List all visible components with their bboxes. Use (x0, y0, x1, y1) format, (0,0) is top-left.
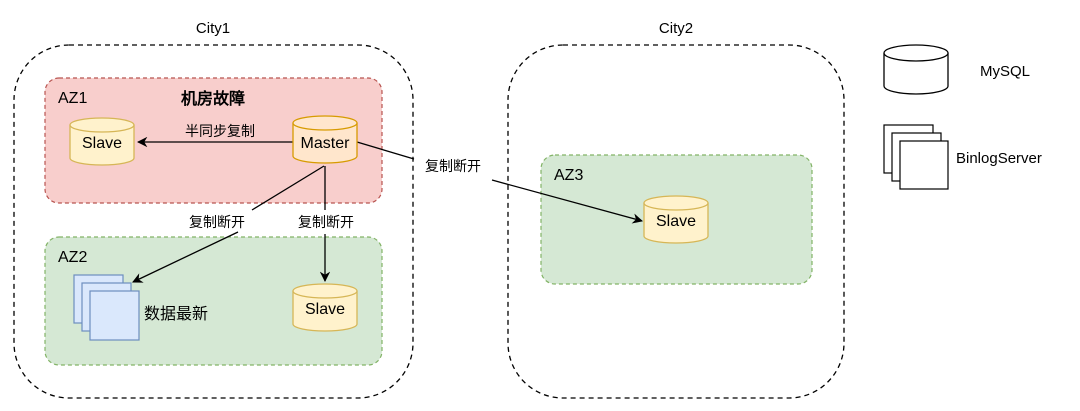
az2-slave-node[interactable]: Slave (292, 283, 358, 332)
binlog-status-label: 数据最新 (144, 304, 208, 323)
legend-binlogserver: BinlogServer (883, 124, 1042, 190)
edge-master-to-az2-slave: 复制断开 (298, 166, 354, 283)
edge-label-az2-slave: 复制断开 (298, 214, 354, 231)
az1-label: AZ1 (58, 90, 87, 107)
stacked-squares-icon (883, 124, 949, 190)
legend-mysql-label: MySQL (980, 63, 1030, 80)
az2-label: AZ2 (58, 249, 87, 266)
cylinder-icon (643, 203, 709, 244)
az2-binlog-node[interactable]: 数据最新 (73, 274, 208, 341)
city2-label: City2 (659, 20, 693, 37)
cylinder-icon (292, 291, 358, 332)
cylinder-icon (69, 125, 135, 166)
edge-label-binlog: 复制断开 (189, 214, 245, 231)
edge-semisync: 半同步复制 (136, 123, 293, 148)
edge-label-semisync: 半同步复制 (185, 123, 255, 140)
az1-status-label: 机房故障 (181, 89, 245, 108)
edge-label-az3-slave: 复制断开 (425, 158, 481, 175)
city1-label: City1 (196, 20, 230, 37)
edge-master-to-az3-slave: 复制断开 (356, 141, 644, 224)
az3-slave-label: Slave (656, 213, 696, 230)
az1-zone: AZ1 机房故障 (44, 77, 383, 204)
az1-slave-label: Slave (82, 135, 122, 152)
master-label: Master (301, 135, 351, 152)
legend-binlogserver-label: BinlogServer (956, 150, 1042, 167)
master-node[interactable]: Master (292, 115, 358, 164)
az3-label: AZ3 (554, 167, 583, 184)
az1-slave-node[interactable]: Slave (69, 117, 135, 166)
legend-mysql: MySQL (883, 44, 1030, 95)
legend: MySQL BinlogServer (883, 44, 1042, 190)
city1-container: City1 (13, 20, 414, 399)
stacked-squares-icon (73, 274, 140, 341)
az3-slave-node[interactable]: Slave (643, 195, 709, 244)
city2-container: City2 (507, 20, 845, 399)
cylinder-icon (883, 53, 949, 95)
az2-slave-label: Slave (305, 301, 345, 318)
cylinder-icon (292, 123, 358, 164)
edge-master-to-binlog: 复制断开 (132, 165, 325, 283)
